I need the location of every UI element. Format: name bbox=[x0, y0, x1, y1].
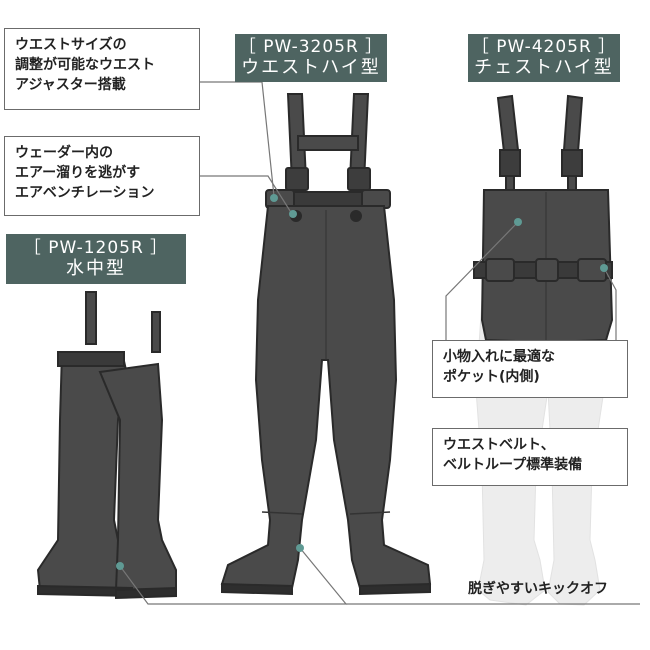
model-tag-pw1205r: ［ PW-1205R ］ 水中型 bbox=[6, 234, 186, 284]
marker-vent bbox=[289, 210, 297, 218]
marker-belt bbox=[600, 264, 608, 272]
model-type: チェストハイ型 bbox=[474, 57, 614, 78]
model-tag-pw3205r: ［ PW-3205R ］ ウエストハイ型 bbox=[235, 34, 387, 82]
waist-high-wader bbox=[220, 93, 432, 596]
model-tag-pw4205r: ［ PW-4205R ］ チェストハイ型 bbox=[468, 34, 620, 82]
model-code: ［ PW-3205R ］ bbox=[238, 37, 384, 57]
chest-high-wader bbox=[473, 94, 614, 344]
model-type: 水中型 bbox=[66, 258, 126, 279]
marker-kickoff-center bbox=[296, 544, 304, 552]
callout-inner-pocket: 小物入れに最適な ポケット(内側) bbox=[432, 340, 628, 398]
marker-waist-adjuster bbox=[270, 194, 278, 202]
model-code: ［ PW-4205R ］ bbox=[471, 37, 617, 57]
model-code: ［ PW-1205R ］ bbox=[23, 238, 169, 258]
callout-kickoff: 脱ぎやすいキックオフ bbox=[468, 581, 608, 597]
callout-waist-adjuster: ウエストサイズの 調整が可能なウエスト アジャスター搭載 bbox=[4, 28, 200, 110]
hip-wader bbox=[36, 291, 177, 600]
marker-dots bbox=[116, 194, 608, 570]
model-type: ウエストハイ型 bbox=[241, 57, 381, 78]
callout-air-vent: ウェーダー内の エアー溜りを逃がす エアベンチレーション bbox=[4, 136, 200, 216]
callout-waist-belt: ウエストベルト、 ベルトループ標準装備 bbox=[432, 428, 628, 486]
leader-lines bbox=[119, 81, 640, 605]
marker-pocket bbox=[514, 218, 522, 226]
marker-kickoff-left bbox=[116, 562, 124, 570]
